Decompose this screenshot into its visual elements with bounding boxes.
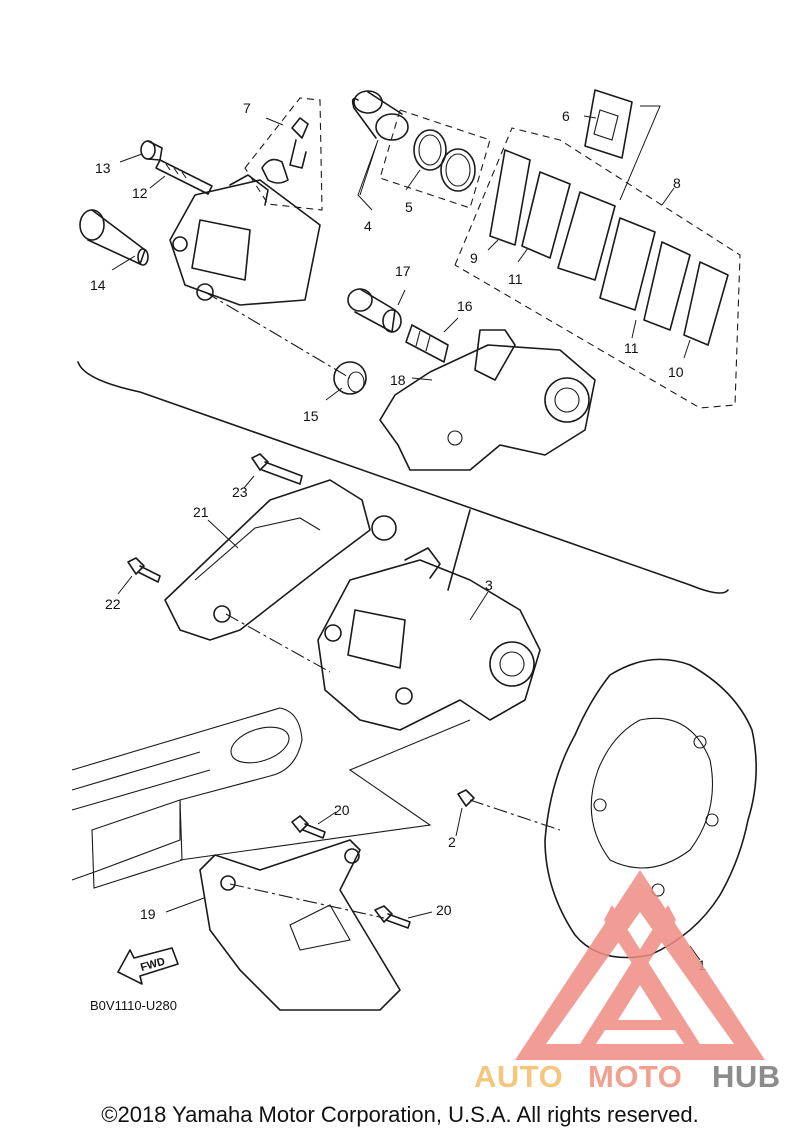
boot-17 <box>347 288 402 333</box>
copyright-notice: ©2018 Yamaha Motor Corporation, U.S.A. A… <box>101 1102 699 1127</box>
pad-spring-part <box>584 89 633 159</box>
pin-12 <box>155 159 213 195</box>
callout-17: 17 <box>395 263 411 279</box>
callout-11a: 11 <box>508 271 523 287</box>
callout-10: 10 <box>668 364 684 380</box>
leader-lines <box>111 105 701 961</box>
plug-13 <box>140 140 163 161</box>
piston-kit-outline <box>379 109 491 209</box>
seal-rings <box>413 129 476 192</box>
callout-11b: 11 <box>624 340 639 356</box>
caliper-bracket-18 <box>379 329 596 471</box>
callout-22: 22 <box>105 596 121 612</box>
watermark-hub: HUB <box>712 1059 781 1094</box>
boot-15 <box>333 361 367 395</box>
callout-2: 2 <box>448 834 456 850</box>
bolt-22 <box>127 557 161 583</box>
watermark-moto: MOTO <box>588 1059 682 1094</box>
callout-3: 3 <box>485 577 493 593</box>
callout-6: 6 <box>562 108 570 124</box>
callout-15: 15 <box>303 408 319 424</box>
caliper-body-upper <box>169 174 321 306</box>
bolt-20b <box>374 905 411 929</box>
bolt-16 <box>405 324 449 363</box>
bolt-2 <box>457 789 475 807</box>
fwd-arrow-icon: FWD <box>117 947 179 985</box>
swingarm-outline <box>71 707 303 889</box>
callout-7: 7 <box>243 100 251 116</box>
group-bracket-stem <box>447 509 471 591</box>
bleed-group-outline <box>244 97 323 211</box>
bolt-23 <box>251 453 303 485</box>
group-bracket <box>77 361 729 594</box>
piston-part <box>351 90 409 141</box>
diagram-code: B0V1110-U280 <box>90 998 177 1013</box>
callout-14: 14 <box>90 277 106 293</box>
callout-20a: 20 <box>334 802 350 818</box>
callout-4: 4 <box>364 218 372 234</box>
automotohub-wordmark: AUTO MOTO HUB <box>474 1059 781 1094</box>
caliper-assembly-3 <box>317 547 541 731</box>
callout-19: 19 <box>140 906 156 922</box>
callout-16: 16 <box>457 298 473 314</box>
disc-guard-19 <box>199 839 401 1011</box>
brake-pads <box>489 149 729 346</box>
bleed-screw-part <box>261 117 309 184</box>
automotohub-logo <box>515 870 765 1060</box>
callout-18: 18 <box>390 372 406 388</box>
callout-8: 8 <box>673 175 681 191</box>
callout-23: 23 <box>232 484 248 500</box>
callout-20b: 20 <box>436 902 452 918</box>
callout-13: 13 <box>95 160 111 176</box>
caliper-guard-21 <box>164 479 397 641</box>
watermark-auto: AUTO <box>474 1059 563 1094</box>
pad-kit-outline <box>454 127 741 409</box>
callout-12: 12 <box>132 185 148 201</box>
callout-21: 21 <box>193 504 209 520</box>
bolt-20a <box>291 815 326 839</box>
callout-9: 9 <box>470 250 478 266</box>
callout-5: 5 <box>405 199 413 215</box>
slide-pin-14 <box>79 209 149 266</box>
